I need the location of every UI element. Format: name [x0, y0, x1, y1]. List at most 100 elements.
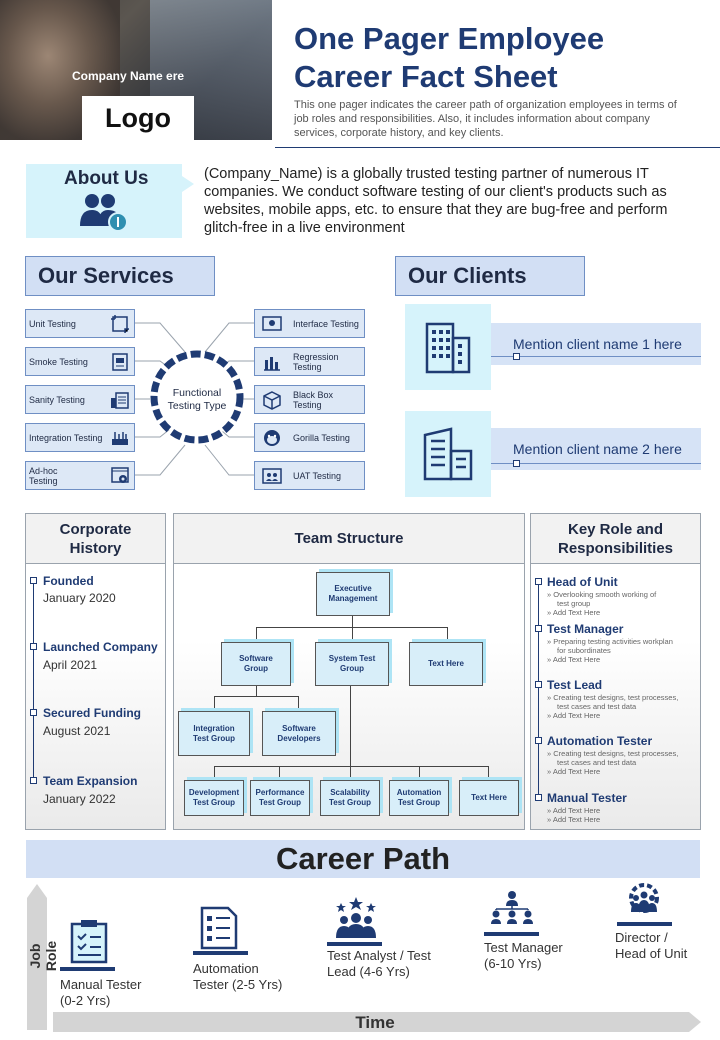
client-2-icon-box: [405, 411, 491, 497]
org-line: [447, 627, 448, 642]
career-path-heading: Career Path: [26, 840, 700, 878]
org-label-line: Software: [282, 723, 316, 733]
role-title: Automation Tester: [547, 734, 653, 748]
service-label: Gorilla Testing: [293, 432, 350, 443]
role-line: » Add Text Here: [547, 711, 601, 720]
career-step-bar: [617, 922, 672, 926]
role-line: » Add Text Here: [547, 655, 601, 664]
career-step-director: Director / Head of Unit: [615, 930, 687, 962]
roles-heading-line: Key Role and: [567, 520, 664, 538]
client-1-line: [491, 356, 701, 357]
role-marker: [535, 625, 542, 632]
service-integration-testing: Integration Testing: [25, 423, 135, 452]
service-label: Unit Testing: [29, 318, 76, 329]
history-event-date: January 2020: [43, 591, 116, 605]
org-label-line: Test Group: [328, 798, 372, 807]
logo: Logo: [82, 96, 194, 140]
org-text-here-top: Text Here: [409, 642, 483, 686]
career-step-line: Manual Tester: [60, 977, 142, 992]
org-line: [350, 686, 351, 766]
service-label-line: Regression: [293, 351, 339, 362]
career-step-line: Test Analyst / Test: [327, 948, 431, 963]
role-title: Test Lead: [547, 678, 603, 692]
roles-panel: Key Role and Responsibilities: [530, 513, 701, 830]
about-label: About Us: [64, 168, 149, 189]
org-line: [419, 766, 420, 780]
center-line-2: Testing Type: [167, 400, 227, 412]
org-text-here-bottom: Text Here: [459, 780, 519, 816]
role-details: » Add Text Here » Add Text Here: [547, 806, 697, 824]
interface-icon: [262, 316, 282, 331]
org-line: [298, 696, 299, 711]
header-divider: [275, 147, 720, 148]
history-dot: [30, 709, 37, 716]
client-1-marker: [513, 353, 520, 360]
org-label-line: Test Group: [192, 733, 236, 743]
role-title: Test Manager: [547, 622, 624, 636]
team-heading: Team Structure: [174, 514, 524, 564]
header-photo: [0, 0, 272, 140]
org-label-line: Text Here: [471, 793, 507, 802]
role-marker: [535, 578, 542, 585]
time-axis-label: Time: [355, 1013, 395, 1032]
functional-testing-label: Functional Testing Type: [157, 387, 237, 413]
service-label: Sanity Testing: [29, 394, 85, 405]
org-line: [350, 766, 351, 780]
org-line: [352, 627, 353, 642]
org-line: [256, 686, 257, 696]
history-heading-line: Corporate: [59, 520, 132, 538]
service-label-line: Ad-hoc: [29, 465, 58, 476]
org-label-line: Scalability: [330, 788, 370, 797]
org-label-line: Performance: [255, 788, 305, 797]
history-heading: Corporate History: [26, 514, 165, 564]
org-label-line: Group: [339, 664, 364, 673]
client-1-icon-box: [405, 304, 491, 390]
service-uat-testing: UAT Testing: [254, 461, 365, 490]
crop-icon: [111, 315, 129, 333]
users-icon: [80, 194, 128, 232]
org-line: [214, 766, 489, 767]
history-dot: [30, 577, 37, 584]
roles-heading-line: Responsibilities: [557, 539, 674, 557]
role-title: Manual Tester: [547, 791, 627, 805]
role-line: test group: [557, 599, 591, 608]
service-interface-testing: Interface Testing: [254, 309, 365, 338]
intro-text: This one pager indicates the career path…: [294, 99, 677, 139]
service-label-line: Testing: [29, 475, 58, 486]
clients-heading: Our Clients: [395, 256, 585, 296]
org-label-line: Test Group: [258, 798, 302, 807]
gear-people-icon: [629, 883, 659, 913]
role-line: » Preparing testing activities workplan: [547, 637, 673, 646]
client-1-name: Mention client name 1 here: [491, 323, 701, 365]
roles-heading: Key Role and Responsibilities: [531, 514, 700, 564]
org-line: [214, 696, 299, 697]
about-arrow: [182, 176, 194, 192]
service-label: Smoke Testing: [29, 356, 88, 367]
service-sanity-testing: Sanity Testing: [25, 385, 135, 414]
role-marker: [535, 681, 542, 688]
career-step-line: (0-2 Yrs): [60, 993, 111, 1008]
org-label-line: Test Group: [397, 798, 441, 807]
org-label-line: System Test: [328, 654, 376, 663]
role-details: » Creating test designs, test processes,…: [547, 749, 697, 776]
router-icon: [112, 432, 128, 445]
org-line: [214, 696, 215, 711]
service-label-line: Testing: [293, 361, 322, 372]
history-event-date: August 2021: [43, 724, 111, 738]
services-heading: Our Services: [25, 256, 215, 296]
service-label-line: Black Box: [293, 389, 334, 400]
functional-testing-ring: [150, 350, 244, 444]
gorilla-icon: [264, 430, 280, 446]
document-icon: [112, 353, 128, 371]
job-role-axis-label: Job Role: [27, 940, 59, 972]
org-label-line: Automation: [396, 788, 442, 797]
role-details: » Creating test designs, test processes,…: [547, 693, 697, 720]
